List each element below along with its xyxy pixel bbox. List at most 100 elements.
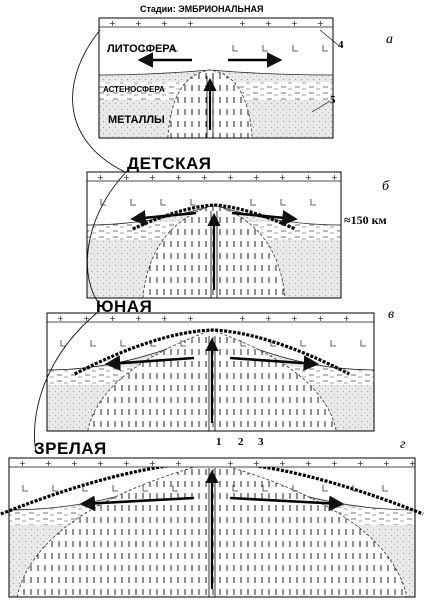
crust-mark: + [409,459,416,468]
lithosphere-mark [232,45,238,52]
lithosphere-mark [322,485,328,492]
panel-a: + + + + + + + + [98,17,334,139]
lithosphere-mark [292,45,298,52]
layer-label-lithosphere: ЛИТОСФЕРА [107,43,177,55]
lithosphere-mark [82,485,88,492]
lithosphere-mark [190,199,196,206]
panel-frame [8,457,416,598]
panel-frame [46,312,375,432]
depth-label: ≈150 км [344,213,387,227]
crust-mark: + [331,459,338,468]
stage-title-youth: ЮНАЯ [96,297,153,316]
callout-5: 5 [330,94,336,106]
crust-mark: + [239,19,246,28]
crust-mark: + [305,173,312,182]
lithosphere-mark [172,45,178,52]
spreading-arrow-right [229,495,345,512]
crust-mark: + [317,19,324,28]
crust-mark: + [187,314,194,323]
crust-mark: + [291,314,298,323]
crust-mark: + [201,173,208,182]
crust-mark: + [253,173,260,182]
stage-title-childhood: ДЕТСКАЯ [127,154,212,173]
stages-prefix: Стадии: [140,4,176,14]
stage-title-embryonic: ЭМБРИОНАЛЬНАЯ [178,4,264,14]
callout-4: 4 [338,39,344,51]
crust-mark: + [161,314,168,323]
stage-connector [86,169,129,306]
crust-mark: + [123,459,130,468]
lithosphere-mark [142,485,148,492]
crust-mark: + [187,19,194,28]
crust-mark: + [19,459,26,468]
crust-mark: + [239,314,246,323]
lithosphere-mark [160,199,166,206]
crust-mark: + [123,173,130,182]
lithosphere-mark [250,199,256,206]
callout-5-leader [311,100,331,113]
lithosphere-mark [262,485,268,492]
crust-mark: + [383,459,390,468]
crust-mark: + [253,459,260,468]
crust-mark: + [97,459,104,468]
lithosphere-mark [232,485,238,492]
lithosphere-mark [180,340,186,347]
continental-crust [8,457,416,468]
lithosphere-mark [142,45,148,52]
lithosphere-mark [150,340,156,347]
lithosphere-mark [352,485,358,492]
panel-v: +++++++++++ [46,312,375,432]
stage-connector [34,311,99,453]
lithosphere-mark [60,340,66,347]
spreading-arrow-right [229,355,320,371]
lithosphere-mark [112,485,118,492]
lithosphere-mark [52,485,58,492]
crust-mark: + [265,314,272,323]
stage-connector [72,29,126,173]
panel-frame [98,17,334,139]
crust-mark: + [83,314,90,323]
lithosphere-mark [270,340,276,347]
crust-mark: + [357,459,364,468]
crust-mark: + [265,19,272,28]
crust-mark: + [109,19,116,28]
lithosphere-mark [360,340,366,347]
crust-cap-line [73,328,351,376]
spreading-arrow-left [79,495,195,512]
lithosphere-mark [262,45,268,52]
crust-mark: + [175,173,182,182]
crust-mark: + [109,314,116,323]
callout-1: 1 [216,436,222,448]
spreading-arrow-left [104,355,195,371]
callout-3: 3 [258,436,264,448]
layer-label-metals: МЕТАЛЛЫ [108,114,165,126]
crust-mark: + [279,459,286,468]
crust-mark: + [149,173,156,182]
lithosphere-mark [240,340,246,347]
panel-letter-v: в [388,307,395,322]
spreading-arrow-left [130,210,197,226]
crust-mark: + [161,19,168,28]
crust-mark: + [317,314,324,323]
crust-mark: + [291,19,298,28]
lithosphere-mark [330,340,336,347]
crust-mark: + [135,19,142,28]
crust-mark: + [331,173,338,182]
crust-mark: + [175,459,182,468]
panel-b: ++++++++++ [86,171,342,299]
crust-mark: + [149,459,156,468]
callout-4-leader [319,29,339,46]
crust-mark: + [71,459,78,468]
lithosphere-mark [100,199,106,206]
spreading-arrow-right [231,210,298,226]
lithosphere-mark [120,340,126,347]
lithosphere-mark [90,340,96,347]
stage-title-mature: ЗРЕЛАЯ [34,439,107,458]
crust-mark: + [45,459,52,468]
crust-mark: + [227,173,234,182]
layer-label-asthenosphere: АСТЕНОСФЕРА [103,85,165,94]
panel-g: +++++++++++++++ [0,457,424,598]
stages-header: Стадии: ЭМБРИОНАЛЬНАЯ [140,5,263,14]
crust-mark: + [343,314,350,323]
